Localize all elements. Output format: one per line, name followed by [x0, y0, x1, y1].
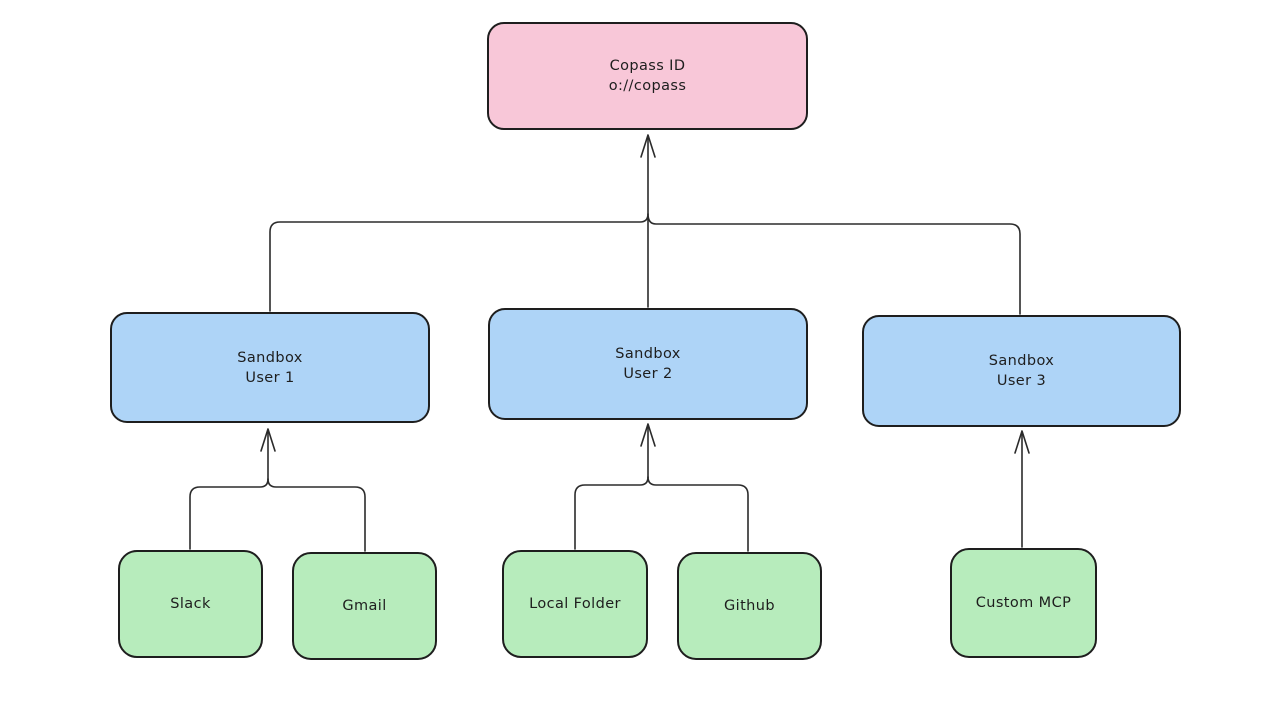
edge-gmail-to-junction1 — [267, 478, 366, 552]
edge-sandbox3-to-bus — [647, 213, 1021, 315]
node-local-folder-label: Local Folder — [529, 594, 621, 614]
node-slack-label: Slack — [170, 594, 211, 614]
node-sandbox-user-3-line1: Sandbox — [988, 353, 1055, 369]
edge-github-to-junction2 — [647, 476, 749, 552]
node-gmail[interactable]: Gmail — [292, 552, 437, 660]
node-sandbox-user-3-label: Sandbox User 3 — [989, 351, 1055, 391]
node-custom-mcp[interactable]: Custom MCP — [950, 548, 1097, 658]
arrow-junction1-to-sandbox1-head — [260, 428, 276, 452]
node-copass-id-line1: Copass ID — [609, 58, 686, 74]
node-custom-mcp-label: Custom MCP — [976, 593, 1072, 613]
node-copass-id[interactable]: Copass ID o://copass — [487, 22, 808, 130]
edge-slack-to-junction1 — [189, 478, 269, 550]
node-sandbox-user-1-label: Sandbox User 1 — [237, 348, 303, 388]
node-slack[interactable]: Slack — [118, 550, 263, 658]
node-sandbox-user-1-line1: Sandbox — [237, 349, 303, 366]
node-local-folder-line1: Local Folder — [529, 596, 621, 612]
node-sandbox-user-2-label: Sandbox User 2 — [615, 344, 681, 384]
node-sandbox-user-3-line2: User 3 — [996, 373, 1047, 389]
node-github-label: Github — [724, 596, 775, 616]
node-slack-line1: Slack — [170, 596, 211, 612]
node-custom-mcp-line1: Custom MCP — [975, 595, 1072, 611]
node-sandbox-user-1[interactable]: Sandbox User 1 — [110, 312, 430, 423]
node-gmail-line1: Gmail — [342, 598, 387, 614]
node-copass-id-label: Copass ID o://copass — [609, 56, 687, 96]
edge-localfolder-to-junction2 — [574, 476, 649, 550]
node-sandbox-user-3[interactable]: Sandbox User 3 — [862, 315, 1181, 427]
node-gmail-label: Gmail — [342, 596, 386, 616]
node-copass-id-line2: o://copass — [608, 78, 687, 94]
node-sandbox-user-2-line1: Sandbox — [615, 346, 681, 362]
node-sandbox-user-1-line2: User 1 — [245, 369, 295, 386]
node-sandbox-user-2[interactable]: Sandbox User 2 — [488, 308, 808, 420]
node-sandbox-user-2-line2: User 2 — [623, 366, 673, 382]
arrow-junction2-to-sandbox2-head — [640, 423, 656, 447]
node-github-line1: Github — [724, 598, 775, 614]
node-local-folder[interactable]: Local Folder — [502, 550, 648, 658]
arrow-bus-to-copass-head — [640, 134, 656, 158]
node-github[interactable]: Github — [677, 552, 822, 660]
edge-sandbox1-to-bus — [269, 213, 649, 312]
arrow-custommcp-to-sandbox3-head — [1014, 430, 1030, 454]
